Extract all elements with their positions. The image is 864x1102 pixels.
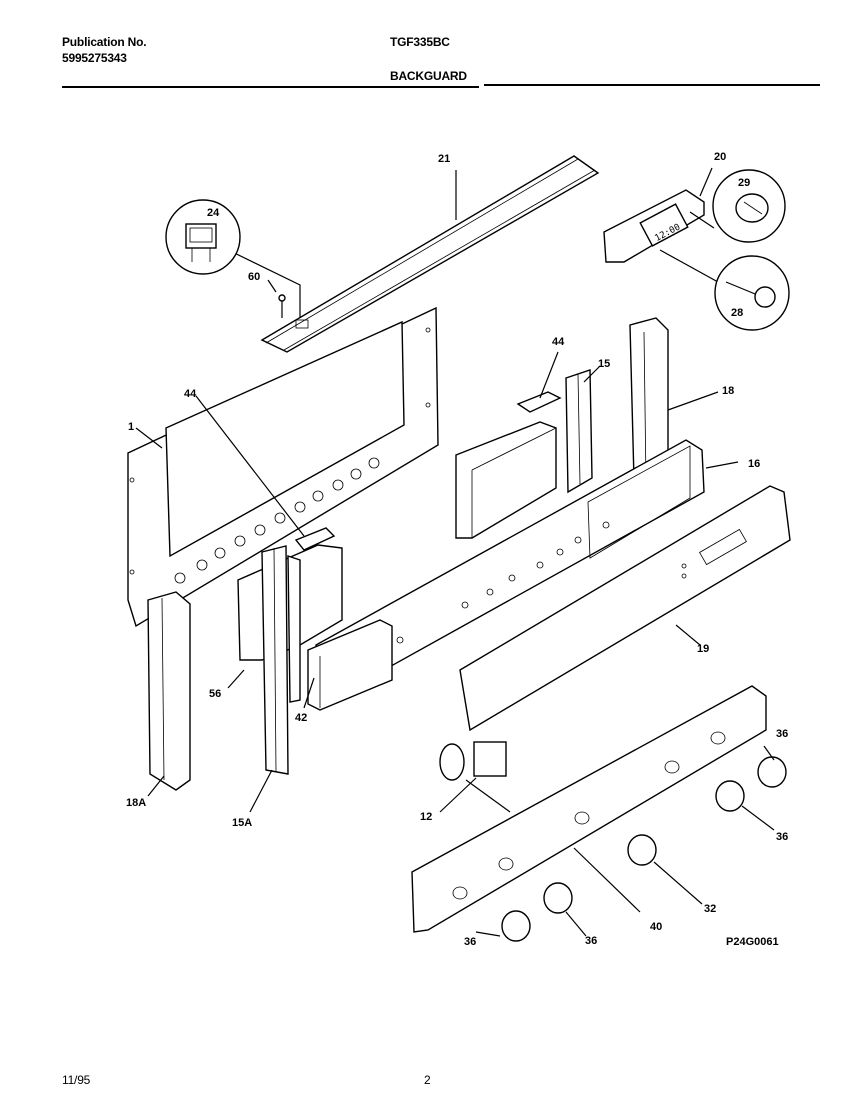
callout-16: 16 (748, 458, 760, 470)
part-19-control-panel (459, 485, 791, 732)
header-rule-left (62, 86, 479, 88)
callout-44-left: 44 (184, 388, 197, 400)
callout-36-mid: 36 (585, 935, 597, 947)
callout-29: 29 (738, 177, 750, 189)
part-44-bracket-left (195, 395, 336, 551)
callout-24: 24 (207, 207, 220, 219)
part-20-clock: 12:00 (603, 167, 719, 283)
part-42-channel (303, 619, 393, 711)
drawing-code: P24G0061 (726, 936, 779, 948)
callout-15a: 15A (232, 817, 252, 829)
callout-32: 32 (704, 903, 716, 915)
callout-12: 12 (420, 811, 432, 823)
publication-number: 5995275343 (62, 51, 127, 65)
part-28-knob-inset (714, 255, 790, 331)
callout-36-top: 36 (776, 728, 788, 740)
part-21-top-trim (260, 155, 600, 353)
part-1-backguard-panel (127, 306, 439, 628)
knobs (475, 745, 787, 942)
knob-36-top (757, 745, 787, 788)
part-44-bracket-right (516, 351, 562, 413)
callout-40: 40 (650, 921, 662, 933)
knob-36-right (715, 780, 775, 831)
callout-42: 42 (295, 712, 307, 724)
callout-56: 56 (209, 688, 221, 700)
part-15-side-bracket (565, 365, 601, 494)
part-12-thermostat (439, 741, 511, 813)
part-15a-side-bracket (249, 545, 301, 813)
callout-18a: 18A (126, 797, 146, 809)
control-housing (455, 421, 557, 539)
header-rule-right (484, 84, 820, 86)
section-title: BACKGUARD (390, 69, 467, 83)
part-29-clock-knob-inset (712, 169, 786, 243)
callout-1: 1 (128, 421, 134, 433)
callout-28: 28 (731, 307, 743, 319)
callout-44-right: 44 (552, 336, 565, 348)
knob-36-mid (543, 882, 587, 937)
callout-15: 15 (598, 358, 610, 370)
callout-36-right: 36 (776, 831, 788, 843)
model-number: TGF335BC (390, 35, 450, 49)
callout-18: 18 (722, 385, 734, 397)
part-24-switch-inset (165, 199, 241, 275)
callout-36-left: 36 (464, 936, 476, 948)
footer-date: 11/95 (62, 1073, 91, 1087)
footer-page-number: 2 (424, 1073, 431, 1087)
part-40-knob-panel (411, 685, 767, 933)
knob-32 (627, 834, 703, 905)
callout-60: 60 (248, 271, 260, 283)
part-60-screw (217, 244, 301, 318)
publication-label: Publication No. (62, 35, 147, 49)
callout-20: 20 (714, 151, 726, 163)
callout-19: 19 (697, 643, 709, 655)
part-18a-end-cap (147, 591, 191, 797)
callout-21: 21 (438, 153, 450, 165)
knob-36-left (475, 910, 531, 942)
